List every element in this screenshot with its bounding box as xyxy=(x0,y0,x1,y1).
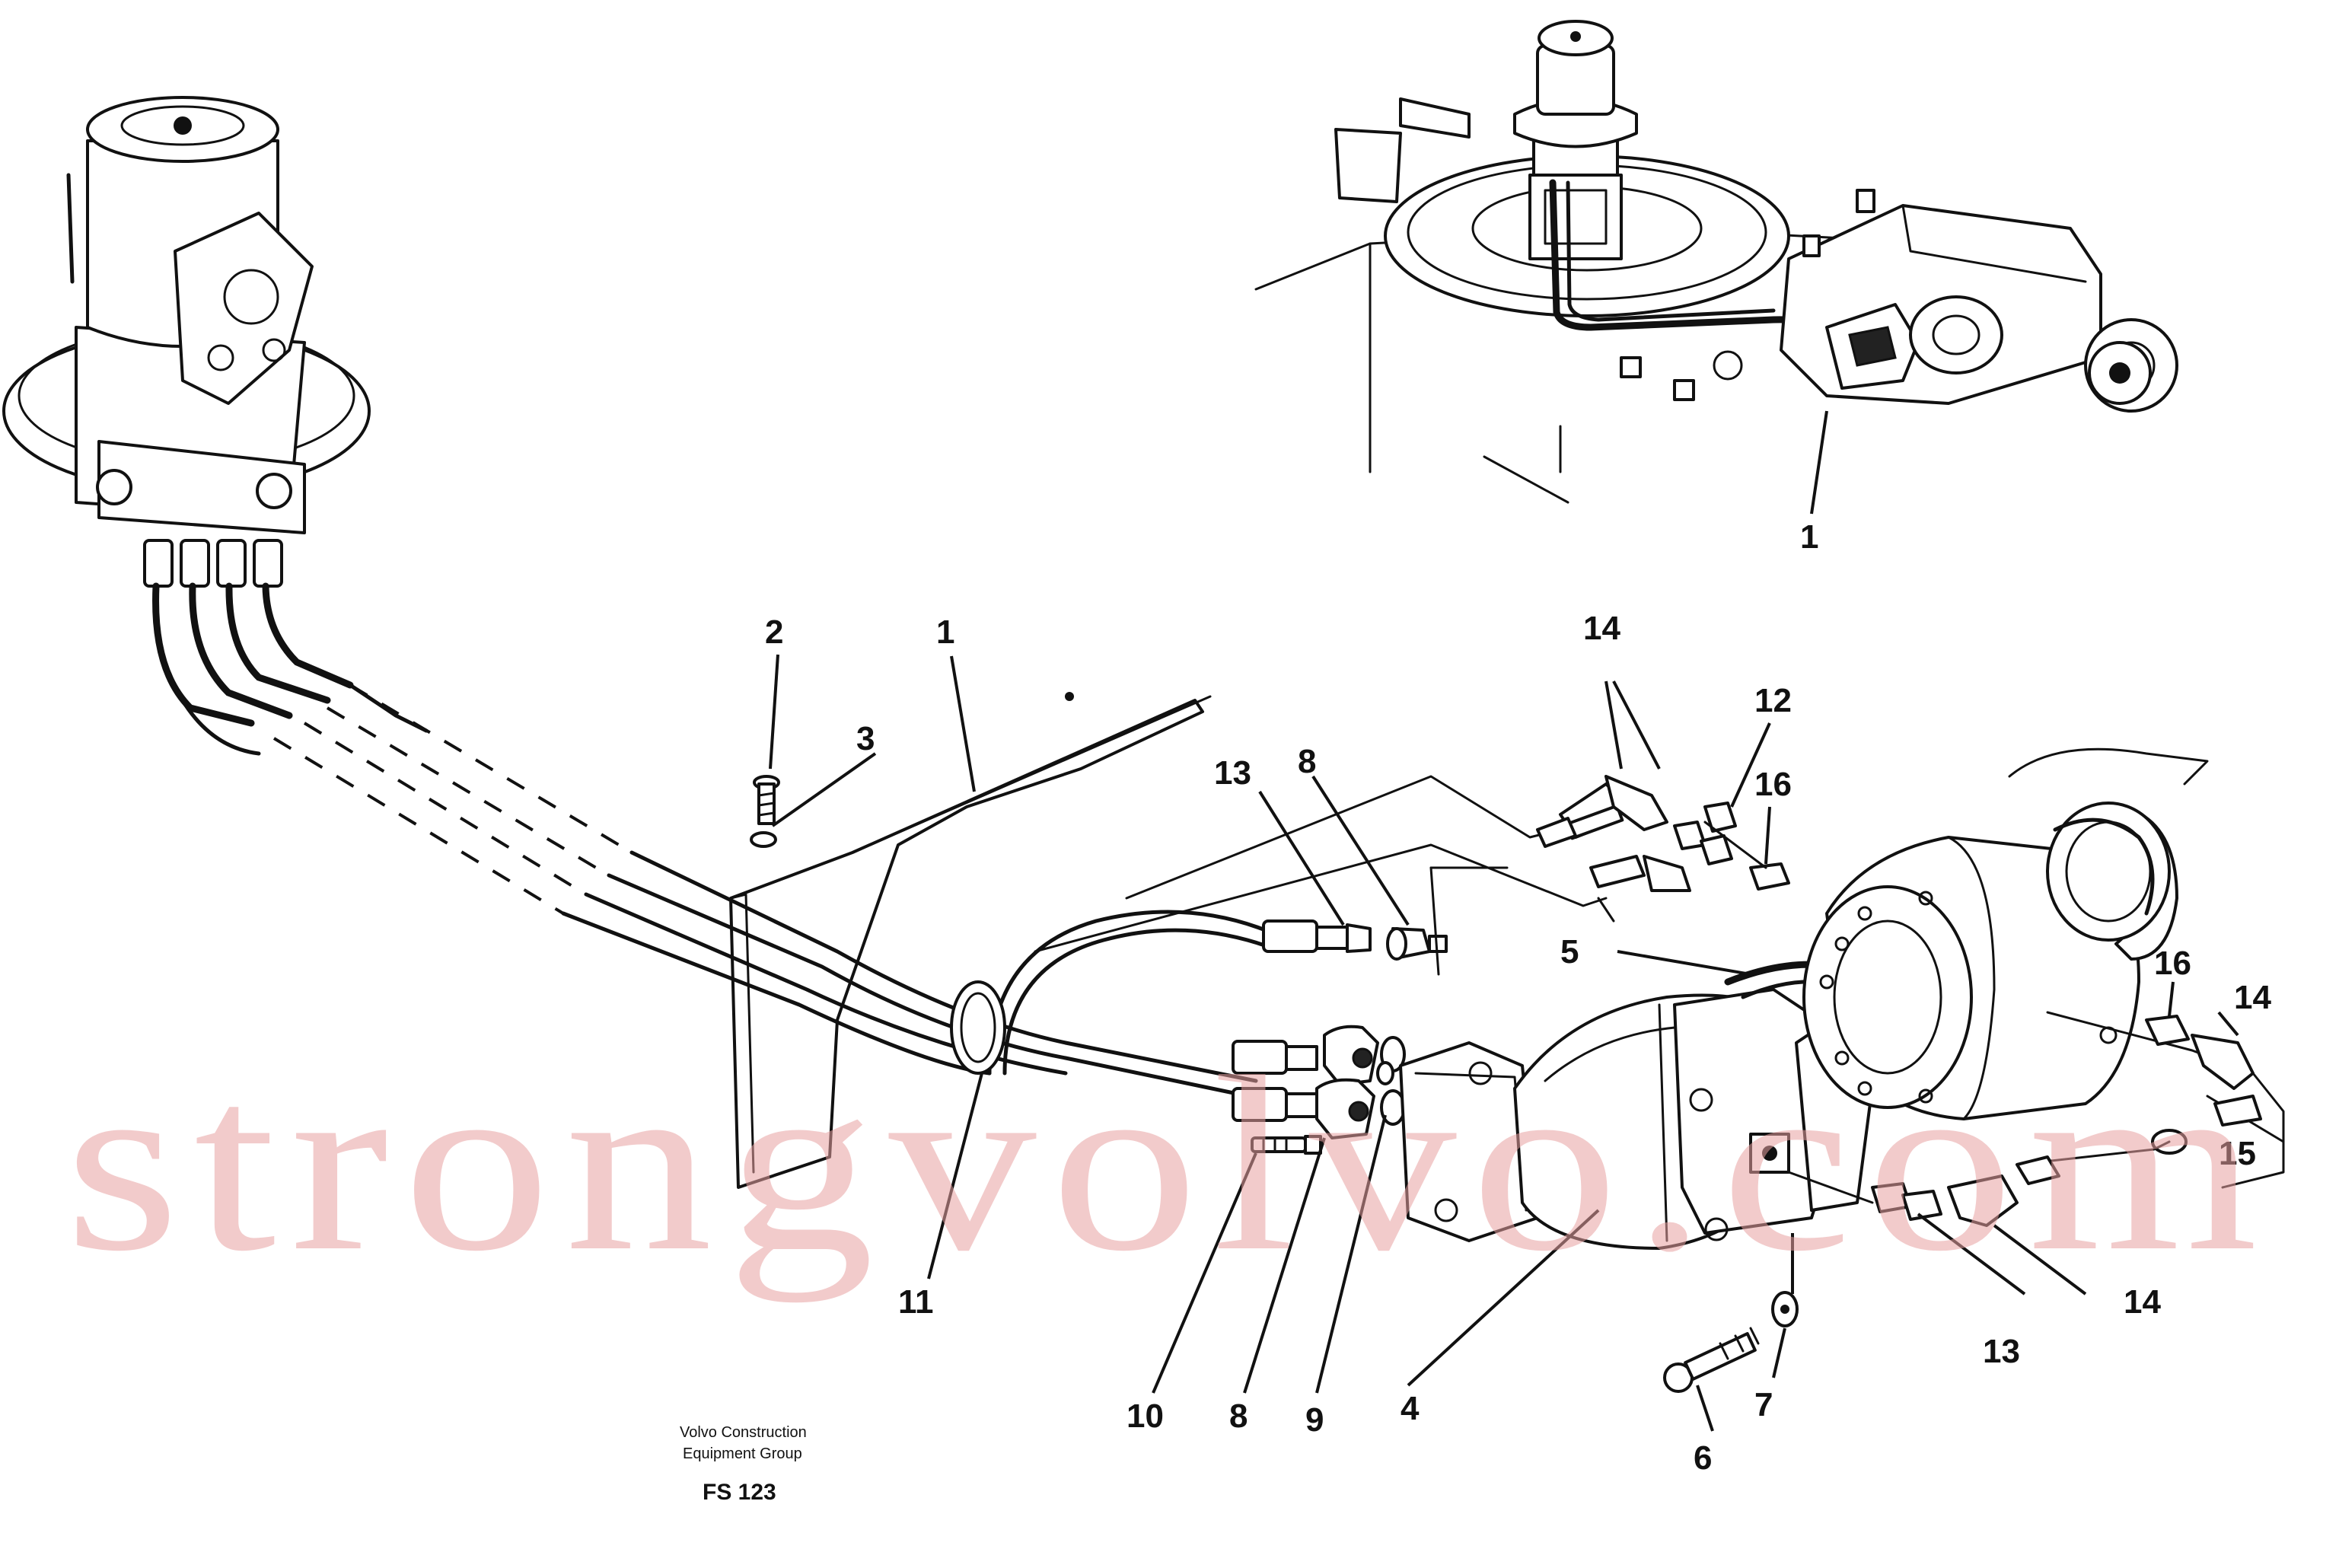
travel-motor-4 xyxy=(1399,988,1882,1250)
callout-4: 4 xyxy=(1401,1390,1420,1427)
callout-12: 12 xyxy=(1754,682,1792,719)
leader-lines xyxy=(769,654,2239,1432)
footer-company-line1: Volvo Construction xyxy=(680,1424,807,1441)
callout-13-left: 13 xyxy=(1214,754,1251,792)
callout-7: 7 xyxy=(1754,1386,1773,1423)
callout-8-bottom: 8 xyxy=(1229,1397,1248,1435)
callout-5: 5 xyxy=(1560,933,1579,970)
pipes-lower-right xyxy=(1787,1011,2285,1227)
fitting-8-upper xyxy=(1386,927,1448,961)
callout-6: 6 xyxy=(1694,1439,1712,1477)
washer-3 xyxy=(750,831,777,848)
lower-fittings xyxy=(1232,1025,1406,1155)
callout-11: 11 xyxy=(898,1283,934,1321)
swivel-joint-drawing xyxy=(2,96,371,756)
fitting-13-upper xyxy=(1262,919,1372,953)
callout-2: 2 xyxy=(765,613,783,651)
callout-1-main: 1 xyxy=(936,613,954,651)
callout-14-bottom: 14 xyxy=(2124,1283,2161,1321)
callout-16-top: 16 xyxy=(1754,766,1792,803)
callout-13-bottom: 13 xyxy=(1983,1333,2020,1370)
callout-1-inset: 1 xyxy=(1800,518,1818,556)
bolt-2 xyxy=(753,775,780,825)
hose-route-dashed xyxy=(272,684,633,915)
pipes-upper xyxy=(1034,775,1790,976)
callout-15-partial: 15 xyxy=(2219,1135,2256,1172)
frame-upper-right xyxy=(2008,747,2209,961)
callout-3: 3 xyxy=(856,720,875,757)
watermark-text: strongvolvo.com xyxy=(65,1025,2272,1303)
callout-16-right: 16 xyxy=(2154,945,2191,982)
inset-undercarriage-drawing xyxy=(1254,20,2178,504)
figure-code: FS 123 xyxy=(703,1480,776,1505)
callout-14-top: 14 xyxy=(1583,610,1620,647)
callout-8-top: 8 xyxy=(1298,743,1316,780)
leader-1-inset xyxy=(1810,410,1828,515)
main-hoses xyxy=(561,850,1273,1098)
callout-9: 9 xyxy=(1305,1401,1324,1439)
callout-14-right: 14 xyxy=(2234,979,2271,1016)
callout-10: 10 xyxy=(1126,1397,1164,1435)
footer-company-line2: Equipment Group xyxy=(683,1445,802,1462)
bolt-6 xyxy=(1663,1327,1760,1393)
